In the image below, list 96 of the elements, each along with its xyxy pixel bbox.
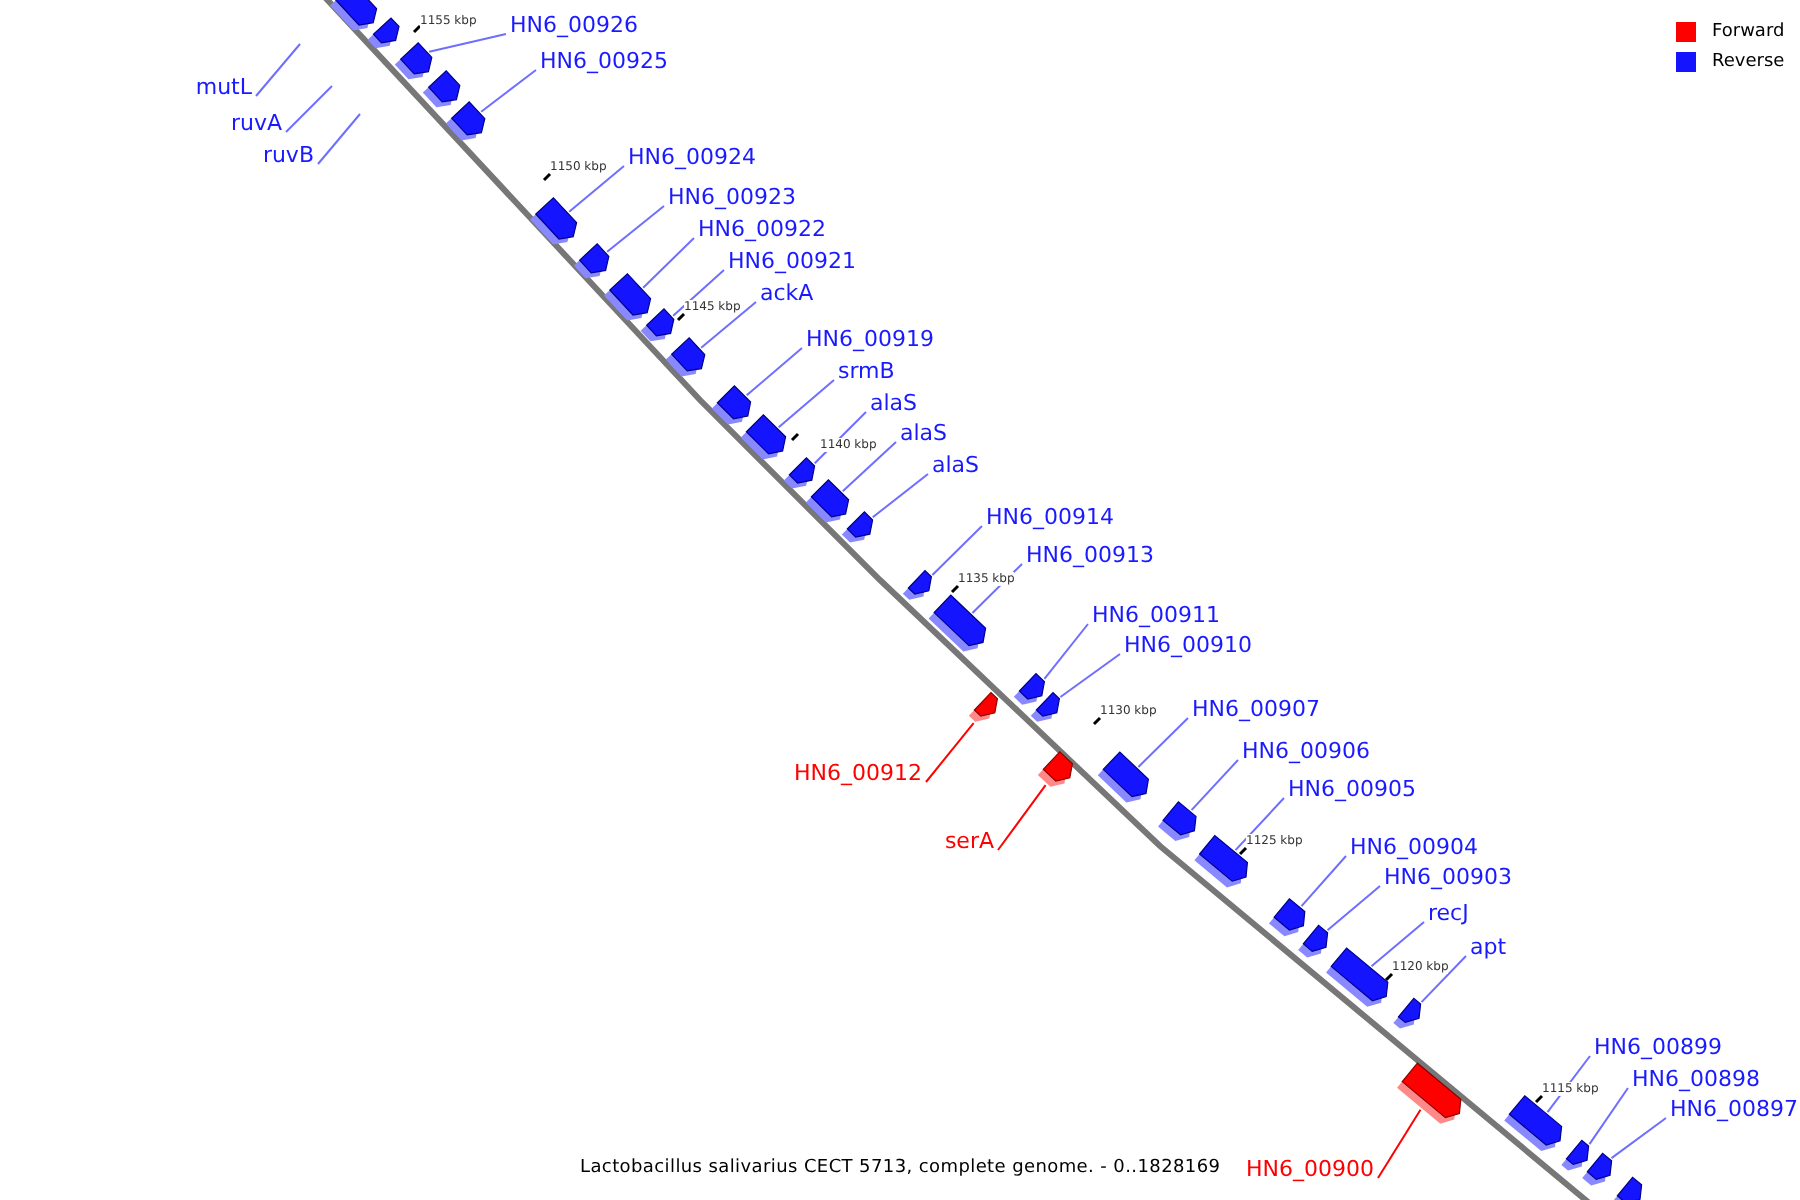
leader-line bbox=[1300, 855, 1347, 908]
legend-label: Forward bbox=[1712, 21, 1785, 41]
leader-line bbox=[841, 441, 897, 493]
leader-line bbox=[777, 379, 835, 429]
gene-label: HN6_00897 bbox=[1670, 1096, 1798, 1122]
caption: Lactobacillus salivarius CECT 5713, complete genome. - 0..1828169 bbox=[580, 1158, 1221, 1178]
gene-block bbox=[902, 569, 933, 600]
gene-label: alaS bbox=[932, 452, 980, 478]
gene-label: HN6_00899 bbox=[1594, 1034, 1722, 1060]
gene-label: HN6_00898 bbox=[1632, 1066, 1760, 1092]
leader-line bbox=[1326, 885, 1381, 932]
leader-line bbox=[285, 85, 333, 133]
gene-label: HN6_00914 bbox=[986, 504, 1114, 530]
gene-label: ruvA bbox=[230, 110, 282, 136]
gene-label: serA bbox=[944, 828, 994, 854]
leader-line bbox=[745, 347, 803, 397]
gene-label: ruvB bbox=[262, 142, 314, 168]
gene-block bbox=[1504, 1094, 1563, 1151]
leader-line bbox=[1043, 623, 1089, 680]
leader-line bbox=[1059, 653, 1121, 698]
gene-block bbox=[394, 41, 433, 80]
leader-line bbox=[1370, 921, 1425, 968]
gene-label: HN6_00906 bbox=[1242, 738, 1370, 764]
gene-block bbox=[330, 0, 378, 31]
gene-label: HN6_00925 bbox=[540, 48, 668, 74]
gene-label: HN6_00922 bbox=[698, 216, 826, 242]
gene-block bbox=[740, 413, 787, 460]
gene-block bbox=[1037, 750, 1074, 787]
gene-block bbox=[604, 272, 652, 321]
leader-line bbox=[997, 784, 1047, 851]
gene-label: HN6_00907 bbox=[1192, 696, 1320, 722]
gene-block bbox=[640, 307, 675, 342]
gene-block bbox=[665, 336, 706, 377]
gene-block bbox=[367, 17, 400, 49]
leader-line bbox=[925, 722, 975, 783]
leader-line bbox=[606, 205, 665, 253]
leader-line bbox=[1137, 717, 1189, 768]
gene-label: HN6_00900 bbox=[1246, 1156, 1374, 1182]
gene-label: HN6_00913 bbox=[1026, 542, 1154, 568]
gene-block bbox=[1397, 1062, 1462, 1124]
gene-block bbox=[530, 196, 578, 245]
gene-block bbox=[1393, 997, 1422, 1029]
gene-label: HN6_00926 bbox=[510, 12, 638, 38]
gene-label: HN6_00921 bbox=[728, 248, 856, 274]
gene-block bbox=[1158, 800, 1197, 841]
gene-block bbox=[1030, 691, 1061, 722]
gene-block bbox=[573, 242, 610, 279]
leader-line bbox=[1588, 1087, 1629, 1146]
gene-label: HN6_00905 bbox=[1288, 776, 1416, 802]
leader-line bbox=[568, 165, 625, 213]
gene-label: HN6_00923 bbox=[668, 184, 796, 210]
leader-line bbox=[931, 525, 983, 576]
leader-line bbox=[1420, 955, 1467, 1004]
leader-line bbox=[700, 301, 757, 349]
gene-label: alaS bbox=[900, 420, 948, 446]
gene-label: HN6_00903 bbox=[1384, 864, 1512, 890]
leader-line bbox=[1377, 1108, 1422, 1179]
gene-block bbox=[1561, 1139, 1590, 1171]
gene-label: apt bbox=[1470, 934, 1507, 960]
gene-label: HN6_00912 bbox=[794, 760, 922, 786]
gene-label: srmB bbox=[838, 358, 895, 384]
gene-block bbox=[1298, 924, 1329, 958]
gene-label: mutL bbox=[195, 74, 252, 100]
gene-block bbox=[968, 691, 999, 722]
gene-block bbox=[1194, 834, 1249, 888]
leader-line bbox=[871, 473, 929, 519]
leader-line bbox=[642, 237, 695, 289]
gene-block bbox=[422, 69, 461, 108]
leader-line bbox=[428, 33, 507, 53]
gene-label: recJ bbox=[1428, 900, 1469, 926]
gene-label: HN6_00904 bbox=[1350, 834, 1478, 860]
gene-block bbox=[445, 100, 486, 141]
gene-block bbox=[1097, 751, 1150, 803]
gene-label: alaS bbox=[870, 390, 918, 416]
gene-block bbox=[928, 594, 987, 652]
gene-block bbox=[1013, 672, 1046, 705]
gene-label: HN6_00924 bbox=[628, 144, 756, 170]
gene-label: HN6_00919 bbox=[806, 326, 934, 352]
gene-label: HN6_00910 bbox=[1124, 632, 1252, 658]
gene-block bbox=[1326, 947, 1389, 1007]
gene-label: ackA bbox=[760, 280, 814, 306]
leader-line bbox=[480, 69, 537, 113]
gene-block bbox=[711, 384, 752, 425]
gene-block bbox=[1269, 897, 1306, 937]
gene-block bbox=[783, 456, 816, 489]
gene-block bbox=[805, 478, 850, 523]
gene-block bbox=[1582, 1152, 1613, 1186]
legend-label: Reverse bbox=[1712, 51, 1785, 71]
gene-block bbox=[1612, 1176, 1643, 1200]
leader-line bbox=[255, 43, 301, 97]
leader-line bbox=[1234, 797, 1285, 852]
leader-line bbox=[1610, 1117, 1667, 1160]
gene-label: HN6_00911 bbox=[1092, 602, 1220, 628]
gene-block bbox=[841, 510, 874, 543]
leader-line bbox=[317, 113, 361, 165]
leader-line bbox=[672, 269, 725, 317]
